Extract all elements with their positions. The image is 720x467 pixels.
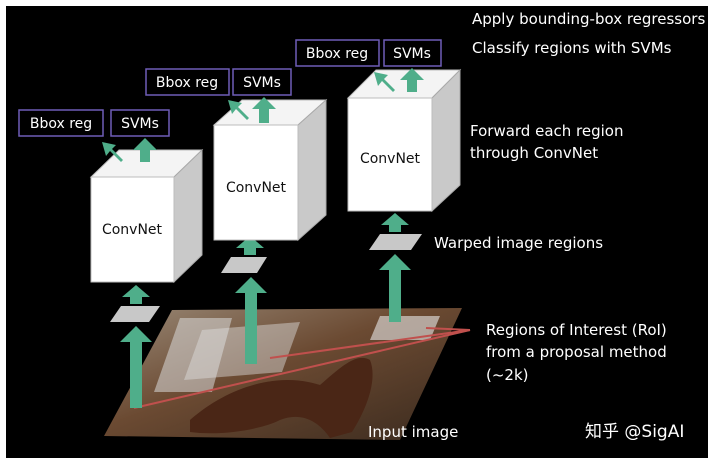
arrow-image-to-warp-1	[120, 326, 152, 408]
apply-bbox-text: Apply bounding-box regressors	[472, 10, 705, 28]
svm-box-1	[110, 109, 170, 137]
roi-text-line-2: from a proposal method	[486, 343, 667, 361]
bbox-reg-box-1	[18, 109, 104, 137]
roi-pointer-line-3	[133, 329, 471, 409]
roi-box-2	[184, 322, 300, 380]
forward-text-line-2: through ConvNet	[470, 144, 598, 162]
arrow-to-svm-3	[400, 68, 424, 92]
svm-box-3	[383, 39, 442, 67]
roi-text-line-1: Regions of Interest (RoI)	[486, 321, 667, 339]
arrow-image-to-warp-2	[235, 277, 267, 364]
roi-box-1	[154, 318, 232, 392]
svm-label-3: SVMs	[393, 46, 431, 62]
svm-label-1: SVMs	[121, 116, 159, 132]
warped-text: Warped image regions	[434, 234, 603, 252]
convnet-label-2: ConvNet	[226, 180, 287, 196]
roi-box-3	[370, 316, 440, 340]
roi-pointer-line-1	[425, 327, 471, 331]
bbox-reg-label-1: Bbox reg	[30, 116, 92, 132]
arrow-image-to-warp-3	[379, 254, 411, 322]
forward-text-line-1: Forward each region	[470, 122, 623, 140]
convnet-label-1: ConvNet	[102, 222, 163, 238]
svm-label-2: SVMs	[243, 75, 281, 91]
input-image-text: Input image	[368, 423, 458, 441]
arrow-warp-to-net-3	[381, 213, 409, 232]
roi-pointer-line-2	[269, 329, 471, 359]
svm-box-2	[232, 68, 292, 96]
convnet-cube-2	[212, 98, 328, 242]
warped-region-2	[221, 257, 267, 273]
watermark: 知乎 @SigAI	[585, 422, 684, 442]
convnet-label-3: ConvNet	[360, 151, 421, 167]
convnet-cube-3	[346, 68, 462, 213]
roi-text-line-3: (~2k)	[486, 366, 529, 384]
convnet-cube-1	[89, 148, 204, 284]
bbox-reg-label-3: Bbox reg	[306, 46, 368, 62]
bbox-reg-box-2	[145, 68, 230, 96]
horse-shape	[190, 357, 373, 438]
arrow-to-bbox-2	[228, 100, 249, 120]
classify-text: Classify regions with SVMs	[472, 39, 672, 57]
bbox-reg-label-2: Bbox reg	[156, 75, 218, 91]
warped-region-3	[369, 234, 422, 250]
arrow-warp-to-net-1	[122, 285, 150, 304]
arrow-to-bbox-1	[102, 142, 123, 162]
arrow-to-bbox-3	[374, 72, 395, 92]
warped-region-1	[110, 306, 160, 322]
arrow-to-svm-2	[252, 97, 276, 123]
arrow-to-svm-1	[133, 138, 157, 162]
arrow-warp-to-net-2	[236, 236, 264, 255]
bbox-reg-box-3	[295, 39, 380, 67]
